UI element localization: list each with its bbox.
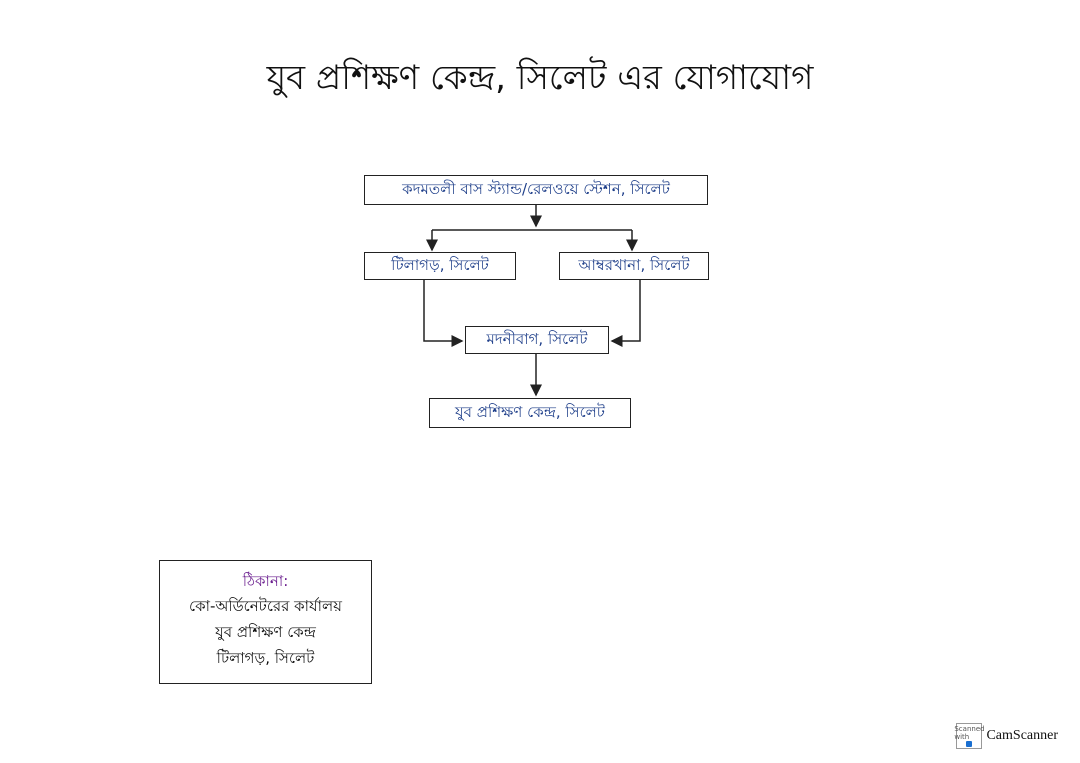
address-line-center: যুব প্রশিক্ষণ কেন্দ্র <box>215 623 316 641</box>
camscanner-watermark: Scanned with CamScanner <box>954 723 1058 749</box>
camscanner-logo-icon: Scanned with <box>954 723 985 749</box>
camscanner-brand: CamScanner <box>986 728 1058 743</box>
scanned-with-text: Scanned with <box>954 725 985 741</box>
address-heading: ঠিকানা: <box>242 572 289 590</box>
address-box: ঠিকানা: কো-অর্ডিনেটরের কার্যালয় যুব প্র… <box>159 560 372 684</box>
node-kadamtoli-bus-stand: কদমতলী বাস স্ট্যান্ড/রেলওয়ে স্টেশন, সিল… <box>364 175 708 205</box>
edge-tilagor-to-modinabag <box>423 280 464 347</box>
node-youth-training-center: যুব প্রশিক্ষণ কেন্দ্র, সিলেট <box>429 398 631 428</box>
address-line-office: কো-অর্ডিনেটরের কার্যালয় <box>189 597 342 615</box>
node-ambarkhana: আম্বরখানা, সিলেট <box>559 252 709 280</box>
page-title: যুব প্রশিক্ষণ কেন্দ্র, সিলেট এর যোগাযোগ <box>266 58 814 98</box>
address-line-location: টিলাগড়, সিলেট <box>216 649 315 667</box>
edge-ambarkhana-to-modinabag <box>610 280 641 347</box>
node-modinabag: মদনীবাগ, সিলেট <box>465 326 609 354</box>
node-tilagor: টিলাগড়, সিলেট <box>364 252 516 280</box>
